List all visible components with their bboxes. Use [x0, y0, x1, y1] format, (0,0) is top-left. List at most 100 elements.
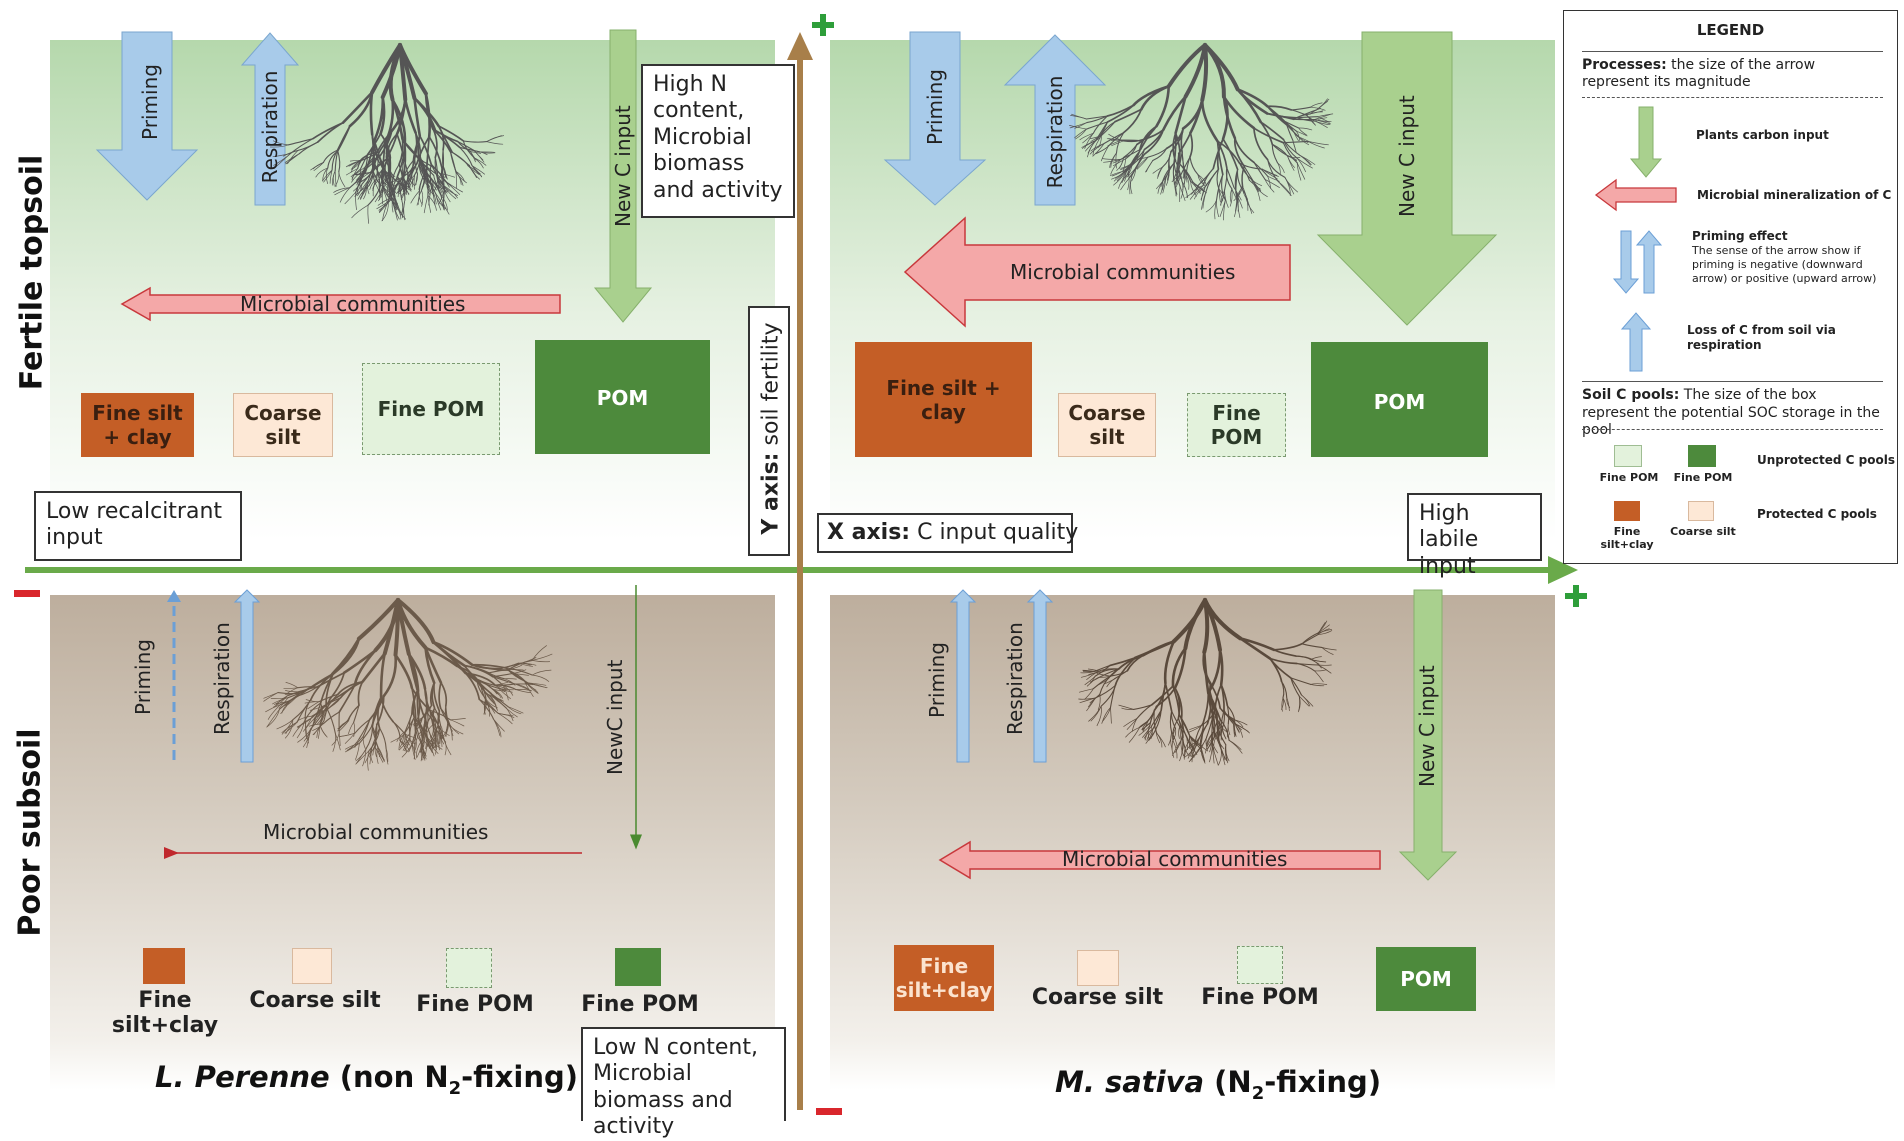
note-high-labile: High labile input	[1407, 493, 1542, 579]
caption-right: M. sativa (N2-fixing)	[1055, 1065, 1382, 1104]
pool-fine-silt-clay-tr: Fine silt + clay	[855, 342, 1032, 457]
legend-swatch-fine-pom	[1614, 445, 1642, 467]
x-axis-label-text: C input quality	[910, 520, 1079, 545]
priming-down-arrow-icon	[1612, 230, 1640, 294]
priming-arrow-up-br	[949, 589, 977, 763]
minus-mark-bottom	[816, 1108, 842, 1115]
y-axis-label-bold: Y axis:	[758, 452, 784, 535]
new-c-input-label-tl: New C input	[611, 105, 635, 227]
respiration-arrow-up-tr	[1003, 34, 1107, 206]
note-low-recalcitrant: Low recalcitrant input	[34, 491, 242, 561]
root-system-icon-br	[1078, 598, 1337, 766]
minus-mark-left	[14, 590, 40, 597]
pool-pom-tr: POM	[1311, 342, 1488, 457]
pool-pom-bl	[615, 948, 661, 986]
x-axis	[25, 556, 1578, 584]
legend-coarse-silt: Coarse silt	[1670, 525, 1736, 538]
caption-right-species: M. sativa	[1055, 1065, 1205, 1099]
microbial-min-arrow-icon	[1594, 178, 1677, 212]
priming-label-br: Priming	[925, 642, 949, 718]
pool-fine-silt-clay-tl: Fine silt + clay	[81, 393, 194, 457]
new-c-input-label-bl: NewC input	[603, 659, 627, 775]
legend-icons	[1594, 106, 1677, 372]
legend-fine-pom-2: Fine POM	[1673, 471, 1733, 484]
row-label-top: Fertile topsoil	[14, 154, 50, 391]
legend-fine-pom: Fine POM	[1599, 471, 1659, 484]
new-c-input-arrow-tr	[1316, 31, 1498, 326]
respiration-label-br: Respiration	[1003, 622, 1027, 735]
x-axis-label-bold: X axis:	[827, 520, 911, 545]
plus-mark-right	[1565, 585, 1587, 607]
priming-up-arrow-icon	[1635, 230, 1663, 294]
new-c-input-label-tr: New C input	[1395, 95, 1419, 217]
caption-left: L. Perenne (non N2-fixing)	[155, 1060, 578, 1099]
note-high-n: High N content, Microbial biomass and ac…	[641, 64, 795, 218]
legend-swatch-coarse-silt	[1688, 501, 1714, 521]
pool-fine-silt-clay-br: Fine silt+clay	[894, 945, 994, 1011]
root-system-icon-tl	[269, 43, 505, 224]
y-axis-label-box: Y axis: soil fertility	[748, 306, 790, 556]
legend-unprotected: Unprotected C pools	[1757, 453, 1895, 467]
respiration-label-bl: Respiration	[210, 622, 234, 735]
pool-label-coarse-silt-bl: Coarse silt	[249, 988, 381, 1013]
pool-coarse-silt-bl	[292, 948, 332, 984]
microbial-arrow-tl	[120, 286, 561, 322]
note-low-n: Low N content, Microbial biomass and act…	[581, 1027, 786, 1139]
pool-pom-br: POM	[1376, 947, 1476, 1011]
plants-input-arrow-icon	[1629, 106, 1663, 178]
caption-left-species: L. Perenne	[155, 1060, 330, 1094]
legend-priming-text: The sense of the arrow show if priming i…	[1692, 244, 1877, 285]
respiration-loss-arrow-icon	[1620, 312, 1652, 372]
respiration-label-tr: Respiration	[1043, 75, 1067, 189]
legend-pools: Soil C pools: The size of the box repres…	[1582, 387, 1880, 438]
priming-arrow-down-tr	[883, 31, 987, 206]
y-axis-label-text: soil fertility	[758, 322, 784, 453]
microbial-label-tr: Microbial communities	[1010, 260, 1236, 284]
x-axis-label-box: X axis: C input quality	[817, 513, 1078, 553]
y-axis	[787, 32, 813, 1110]
respiration-arrow-up-br	[1026, 589, 1054, 763]
plus-mark-top	[812, 14, 834, 36]
pool-fine-pom-bl	[446, 948, 492, 988]
pool-label-coarse-silt-br: Coarse silt	[1031, 985, 1164, 1010]
respiration-arrow-up-bl	[233, 589, 261, 763]
legend-plants-input: Plants carbon input	[1696, 128, 1829, 142]
pool-coarse-silt-tr: Coarse silt	[1058, 393, 1156, 457]
pool-coarse-silt-tl: Coarse silt	[233, 393, 333, 457]
priming-label-tr: Priming	[923, 69, 947, 145]
microbial-label-br: Microbial communities	[1062, 847, 1288, 871]
pool-label-fine-silt-clay-bl: Fine silt+clay	[111, 988, 219, 1039]
root-system-icon-bl	[263, 598, 553, 771]
pool-fine-pom-tl: Fine POM	[362, 363, 500, 455]
new-c-input-label-br: New C input	[1415, 665, 1439, 787]
respiration-label-tl: Respiration	[258, 70, 282, 184]
microbial-arrow-br	[938, 840, 1381, 880]
pool-fine-pom-br	[1237, 946, 1283, 984]
root-system-icon-tr	[1069, 43, 1334, 221]
legend-fine-silt: Fine silt+clay	[1600, 525, 1654, 552]
legend-protected: Protected C pools	[1757, 507, 1877, 521]
pool-label-pom-bl: Fine POM	[581, 992, 699, 1017]
pool-fine-silt-clay-bl	[143, 948, 185, 984]
legend-loss: Loss of C from soil via respiration	[1687, 323, 1836, 352]
microbial-label-tl: Microbial communities	[240, 292, 466, 316]
legend-microbial-min: Microbial mineralization of C	[1697, 188, 1892, 202]
legend-title: LEGEND	[1696, 21, 1765, 39]
pool-label-fine-pom-br: Fine POM	[1201, 985, 1319, 1010]
row-label-bottom: Poor subsoil	[12, 728, 48, 937]
microbial-label-bl: Microbial communities	[263, 820, 489, 844]
legend-swatch-fine-silt	[1614, 501, 1640, 521]
quadrant-bottom-left	[50, 595, 775, 1090]
legend-swatch-pom	[1688, 445, 1716, 467]
legend-panel: LEGEND Processes: the size of the arrow …	[1563, 10, 1898, 564]
legend-priming-title: Priming effect	[1692, 229, 1788, 243]
new-c-input-arrow-tl	[593, 29, 653, 323]
legend-processes: Processes: the size of the arrow represe…	[1582, 57, 1816, 90]
priming-arrow-down-tl	[95, 31, 199, 201]
pool-fine-pom-tr: Fine POM	[1187, 393, 1286, 457]
microbial-arrow-tr	[903, 216, 1291, 328]
new-c-input-arrow-br	[1398, 589, 1458, 881]
priming-label-bl: Priming	[131, 639, 155, 715]
pool-coarse-silt-br	[1077, 950, 1119, 986]
